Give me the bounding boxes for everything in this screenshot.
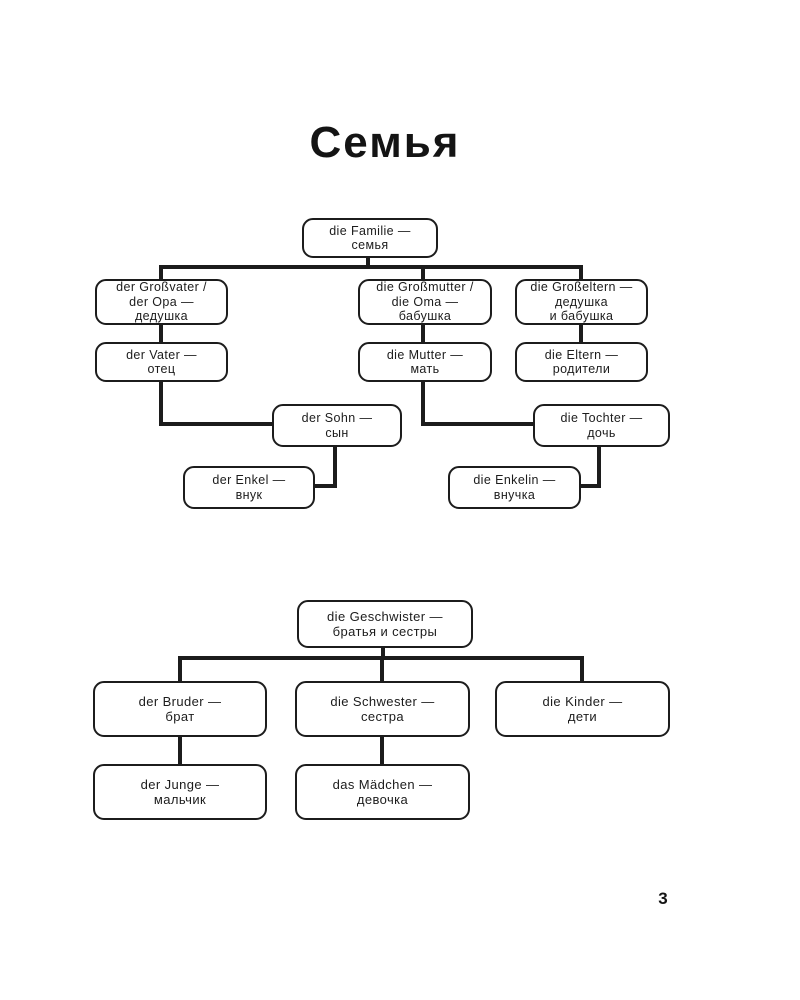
node-label-german: die Mutter —: [386, 347, 464, 362]
node-label-german: die Schwester —: [330, 693, 435, 709]
node-die-familie: die Familie — семья: [302, 218, 438, 258]
connector-familie-stub: [366, 256, 370, 268]
node-label-german: die Großeltern —: [530, 280, 633, 295]
node-label-russian: мать: [410, 362, 440, 376]
connector-tochter-enkelin-vertical: [597, 445, 601, 488]
node-label-russian: родители: [552, 362, 611, 376]
node-label-russian: сын: [325, 425, 349, 440]
node-der-junge: der Junge — мальчик: [93, 764, 267, 820]
node-label-russian: мальчик: [153, 792, 207, 807]
node-der-grossvater: der Großvater / der Opa — дедушка: [95, 279, 228, 325]
page-title: Семья: [309, 118, 461, 167]
node-label-german: der Großvater /: [116, 280, 207, 295]
node-label-russian: дедушка: [134, 309, 189, 324]
node-label-german: der Vater —: [126, 347, 197, 362]
node-label-german: die Kinder —: [542, 693, 623, 709]
node-label-german: die Enkelin —: [473, 473, 556, 487]
connector-grosseltern-eltern: [579, 323, 583, 344]
node-die-schwester: die Schwester — сестра: [295, 681, 470, 737]
connector-row2-horizontal: [159, 265, 583, 269]
node-label-german: der Sohn —: [301, 411, 373, 425]
node-label-german: die Familie —: [329, 223, 411, 238]
node-die-mutter: die Mutter — мать: [358, 342, 492, 382]
node-label-russian: девочка: [356, 792, 409, 807]
node-der-sohn: der Sohn — сын: [272, 404, 402, 447]
connector-grossmutter-stub: [421, 265, 425, 281]
connector-grossvater-stub: [159, 265, 163, 281]
node-label-german: der Enkel —: [212, 473, 286, 487]
node-label-german: der Opa —: [129, 294, 194, 309]
node-label-russian: братья и сестры: [332, 624, 438, 639]
node-label-german: der Bruder —: [138, 693, 222, 709]
node-label-german: der Junge —: [140, 776, 220, 792]
connector-grossvater-vater: [159, 323, 163, 344]
connector-sohn-enkel-horizontal: [313, 484, 337, 488]
node-label-german: die Großmutter /: [376, 280, 474, 295]
connector-vater-sohn-vertical: [159, 380, 163, 426]
node-label-german: die Geschwister —: [327, 608, 443, 624]
connector-geschwister-stub: [381, 646, 385, 660]
node-label-german: die Tochter —: [560, 411, 643, 425]
node-das-maedchen: das Mädchen — девочка: [295, 764, 470, 820]
connector-vater-sohn-horizontal: [159, 422, 275, 426]
connector-bruder-stub: [178, 656, 182, 683]
node-label-german: das Mädchen —: [332, 776, 433, 792]
node-die-kinder: die Kinder — дети: [495, 681, 670, 737]
node-label-russian: сестра: [360, 709, 405, 724]
connector-mutter-tochter-horizontal: [421, 422, 536, 426]
node-label-russian: и бабушка: [549, 309, 614, 324]
node-die-geschwister: die Geschwister — братья и сестры: [297, 600, 473, 648]
connector-grossmutter-mutter: [421, 323, 425, 344]
node-der-enkel: der Enkel — внук: [183, 466, 315, 509]
page-number: 3: [658, 889, 668, 908]
node-die-grossmutter: die Großmutter / die Oma — бабушка: [358, 279, 492, 325]
node-die-eltern: die Eltern — родители: [515, 342, 648, 382]
node-label-russian: дети: [567, 709, 598, 724]
node-die-tochter: die Tochter — дочь: [533, 404, 670, 447]
node-label-russian: внук: [235, 487, 263, 502]
node-label-russian: дочь: [587, 425, 616, 440]
node-label-russian: брат: [165, 709, 195, 724]
connector-tochter-enkelin-horizontal: [579, 484, 601, 488]
node-label-russian: семья: [351, 238, 389, 252]
node-die-enkelin: die Enkelin — внучка: [448, 466, 581, 509]
connector-sohn-enkel-vertical: [333, 445, 337, 488]
node-label-russian: бабушка: [398, 309, 452, 324]
node-der-bruder: der Bruder — брат: [93, 681, 267, 737]
connector-kinder-stub: [580, 656, 584, 683]
connector-mutter-tochter-vertical: [421, 380, 425, 426]
node-label-russian: дедушка: [554, 294, 609, 309]
connector-bruder-junge: [178, 735, 182, 766]
node-die-grosseltern: die Großeltern — дедушка и бабушка: [515, 279, 648, 325]
connector-schwester-maedchen: [380, 735, 384, 766]
node-label-russian: отец: [147, 362, 176, 376]
connector-schwester-stub: [380, 656, 384, 683]
node-label-german: die Eltern —: [544, 347, 619, 362]
node-label-russian: внучка: [493, 487, 536, 502]
node-label-german: die Oma —: [391, 294, 459, 309]
node-der-vater: der Vater — отец: [95, 342, 228, 382]
connector-grosseltern-stub: [579, 265, 583, 281]
